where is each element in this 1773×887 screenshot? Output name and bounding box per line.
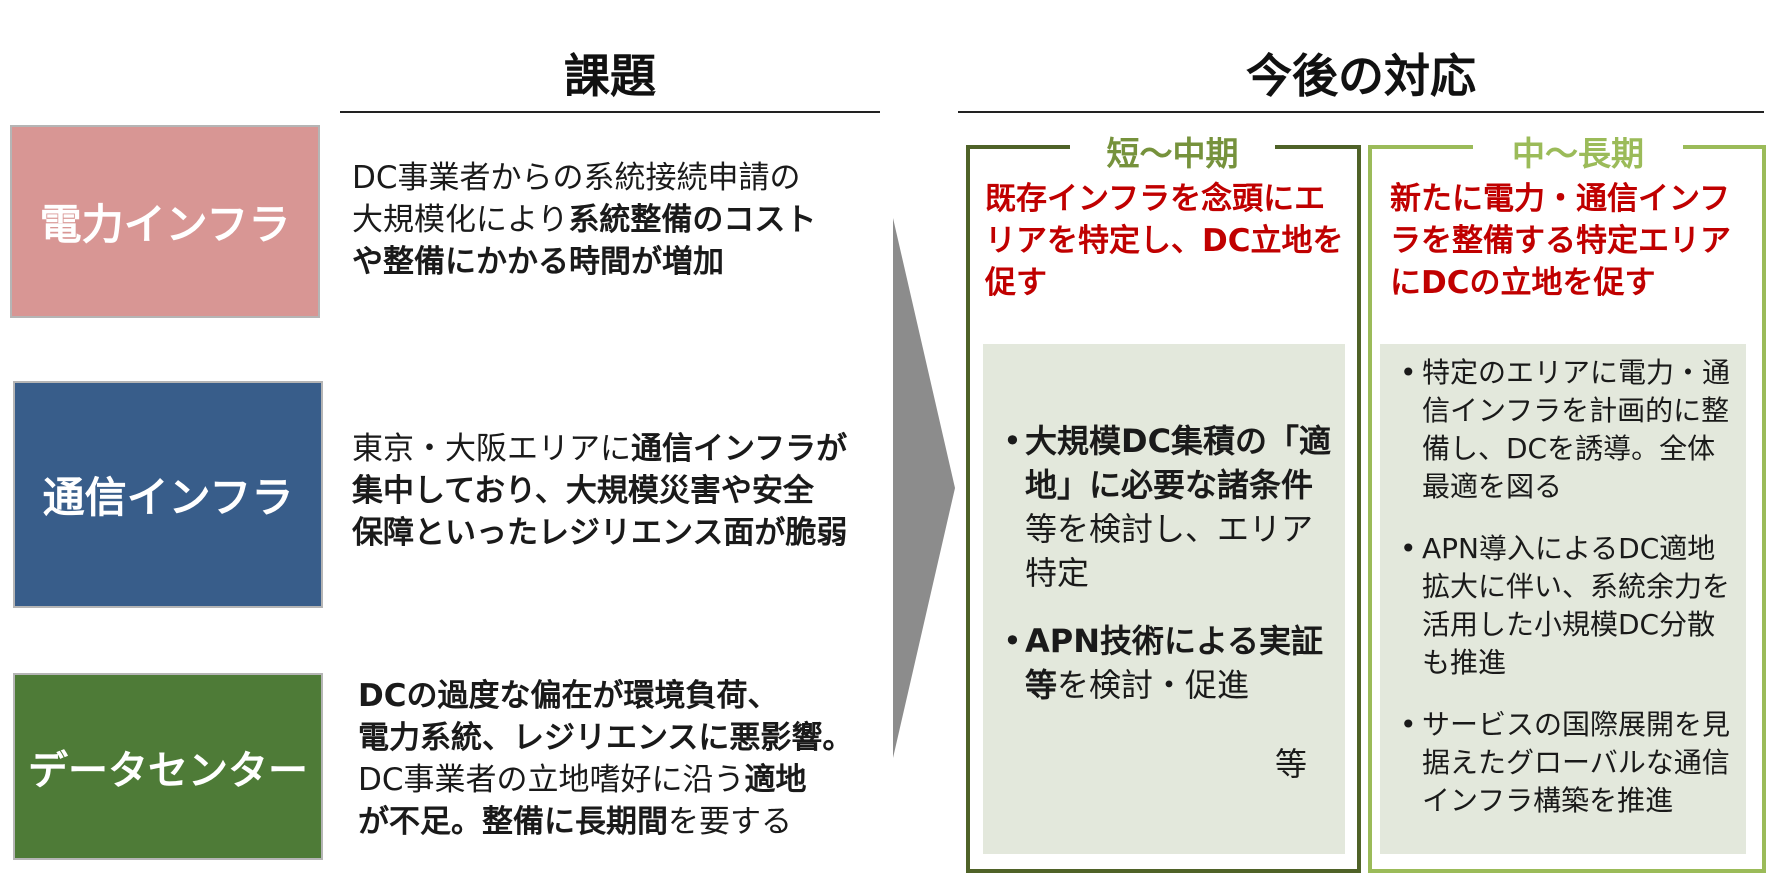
issues-header-underline	[340, 111, 880, 113]
flow-arrow-icon	[893, 218, 955, 758]
response-header: 今後の対応	[1246, 49, 1476, 103]
issue-text-datacenter: DCの過度な偏在が環境負荷、 電力系統、レジリエンスに悪影響。 DC事業者の立地…	[358, 678, 854, 840]
category-data-center: データセンター	[13, 673, 323, 860]
response-header-underline	[958, 111, 1764, 113]
list-item: サービスの国際展開を見据えたグローバルな通信インフラ構築を推進	[1400, 706, 1732, 820]
category-power-infra: 電力インフラ	[10, 125, 320, 318]
category-label: データセンター	[28, 747, 308, 794]
category-label: 通信インフラ	[42, 473, 294, 522]
short-term-detail-box: 大規模DC集積の「適地」に必要な諸条件等を検討し、エリア特定 APN技術による実…	[983, 344, 1345, 854]
short-term-bullets: 大規模DC集積の「適地」に必要な諸条件等を検討し、エリア特定 APN技術による実…	[1003, 419, 1335, 707]
category-telecom-infra: 通信インフラ	[13, 381, 323, 608]
issues-header: 課題	[564, 49, 656, 103]
list-item: 大規模DC集積の「適地」に必要な諸条件等を検討し、エリア特定	[1003, 419, 1335, 595]
list-item: 特定のエリアに電力・通信インフラを計画的に整備し、DCを誘導。全体最適を図る	[1400, 354, 1732, 506]
list-item: APN導入によるDC適地拡大に伴い、系統余力を活用した小規模DC分散も推進	[1400, 530, 1732, 682]
long-term-bullets: 特定のエリアに電力・通信インフラを計画的に整備し、DCを誘導。全体最適を図る A…	[1400, 354, 1732, 820]
short-term-headline: 既存インフラを念頭にエリアを特定し、DC立地を促す	[985, 181, 1344, 301]
long-term-label: 中～長期	[1473, 127, 1683, 175]
issue-text-power: DC事業者からの系統接続申請の 大規模化により系統整備のコスト や整備にかかる時…	[352, 160, 817, 280]
list-item: APN技術による実証等を検討・促進	[1003, 619, 1335, 707]
short-term-label: 短～中期	[1070, 127, 1275, 175]
etc-note: 等	[1274, 745, 1307, 783]
long-term-detail-box: 特定のエリアに電力・通信インフラを計画的に整備し、DCを誘導。全体最適を図る A…	[1380, 344, 1746, 854]
issue-text-telecom: 東京・大阪エリアに通信インフラが 集中しており、大規模災害や安全 保障といったレ…	[352, 431, 848, 551]
long-term-headline: 新たに電力・通信インフラを整備する特定エリアにDCの立地を促す	[1390, 181, 1731, 301]
category-label: 電力インフラ	[39, 200, 291, 249]
